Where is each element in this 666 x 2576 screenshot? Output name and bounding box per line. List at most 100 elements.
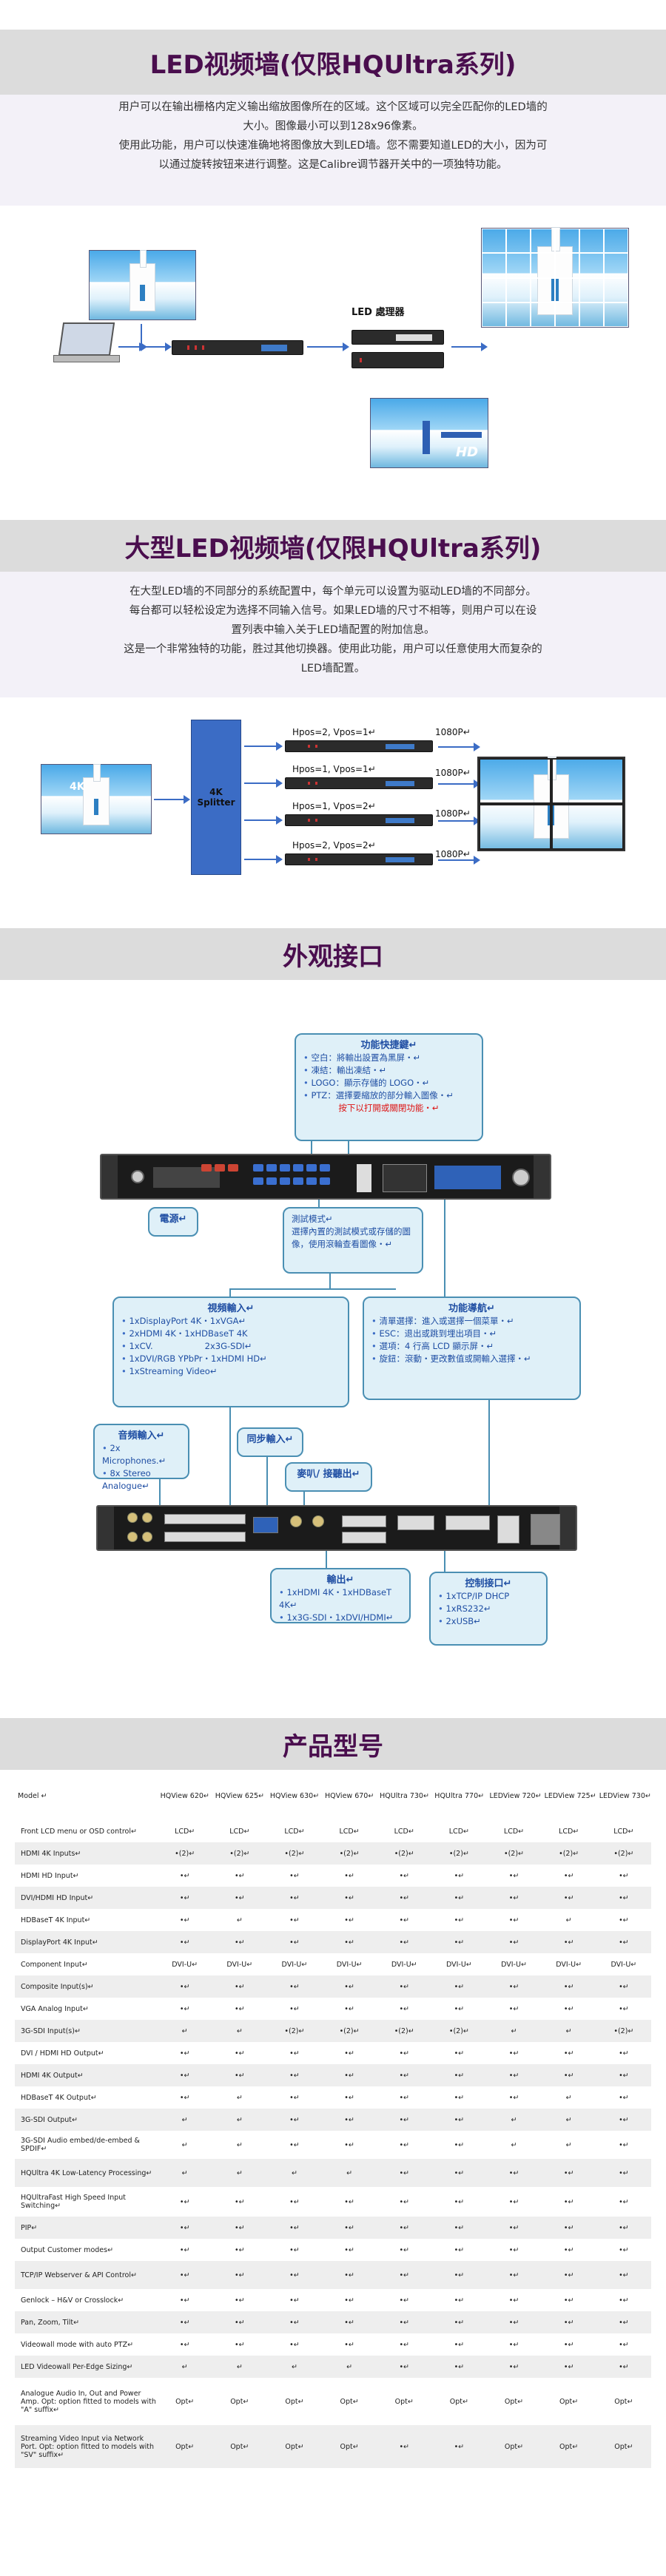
table-cell: •↵: [486, 2159, 542, 2187]
table-cell: •↵: [541, 2333, 596, 2356]
table-cell: •↵: [322, 1909, 377, 1931]
table-cell: •↵: [486, 1998, 542, 2020]
table-cell: •↵: [377, 2356, 432, 2378]
callout-text: 測試模式↵ 選擇內置的測試模式或存儲的圖像，使用滾輪查看圖像・↵: [292, 1214, 411, 1249]
table-cell: •↵: [486, 2187, 542, 2217]
table-cell: •↵: [212, 2311, 267, 2333]
table-cell: Opt↵: [157, 2425, 212, 2468]
table-cell: LCD↵: [157, 1820, 212, 1842]
table-cell: •(2)↵: [212, 1842, 267, 1865]
table-cell: •↵: [157, 1998, 212, 2020]
table-cell: •↵: [596, 2356, 651, 2378]
section-header-led-videowall: LED视频墙(仅限HQUltra系列): [0, 30, 666, 95]
table-cell: •↵: [431, 2131, 487, 2159]
callout-item: 1xDisplayPort 4K・1xVGA↵: [121, 1315, 340, 1328]
table-row: Composite Input(s)↵•↵•↵•↵•↵•↵•↵•↵•↵•↵: [15, 1975, 651, 1998]
table-cell: •↵: [596, 2159, 651, 2187]
callout-item: 凍結：輸出凍結・↵: [303, 1064, 474, 1077]
table-cell: Opt↵: [541, 2378, 596, 2425]
table-row: DVI / HDMI HD Output↵•↵•↵•↵•↵•↵•↵•↵•↵•↵: [15, 2042, 651, 2064]
table-cell: •↵: [157, 2239, 212, 2261]
table-cell: •↵: [486, 2289, 542, 2311]
table-cell: •↵: [322, 1998, 377, 2020]
table-cell: •↵: [486, 2356, 542, 2378]
unit-position-label: Hpos=2, Vpos=1↵: [292, 727, 376, 737]
section-title: 产品型号: [283, 1731, 383, 1762]
table-cell: •↵: [596, 2086, 651, 2109]
table-header-cell: HQView 670↵: [325, 1791, 374, 1800]
table-cell: •↵: [486, 2239, 542, 2261]
unit-position-label: Hpos=2, Vpos=2↵: [292, 840, 376, 851]
table-cell: •(2)↵: [322, 2020, 377, 2042]
table-cell: •↵: [377, 2042, 432, 2064]
section-header-large-led-videowall: 大型LED视频墙(仅限HQUltra系列): [0, 520, 666, 572]
table-cell: •↵: [157, 2086, 212, 2109]
table-cell: Opt↵: [596, 2378, 651, 2425]
table-cell: •↵: [266, 2261, 323, 2289]
table-cell: •↵: [322, 2109, 377, 2131]
table-cell: •↵: [596, 2289, 651, 2311]
callout-title: 音頻輸入↵: [118, 1430, 165, 1441]
callout-title: 電源↵: [159, 1214, 187, 1225]
table-cell: Opt↵: [541, 2425, 596, 2468]
callout-note: 按下以打開或關閉功能・↵: [338, 1103, 440, 1113]
callout-title: 輸出↵: [326, 1575, 354, 1586]
table-cell: •↵: [377, 2187, 432, 2217]
arrow-icon: [141, 342, 172, 351]
table-cell: •↵: [486, 1865, 542, 1887]
arrow-icon: [244, 779, 283, 788]
callout-title: 麥叭/ 接聽出↵: [297, 1469, 360, 1480]
arrow-icon: [118, 342, 146, 351]
table-cell: Opt↵: [377, 2378, 432, 2425]
table-cell: •↵: [431, 1909, 487, 1931]
table-cell: •↵: [266, 1909, 323, 1931]
table-row: Front LCD menu or OSD control↵LCD↵LCD↵LC…: [15, 1820, 651, 1842]
callout-item: 選項：4 行高 LCD 顯示屏・↵: [371, 1340, 572, 1353]
table-cell: ↵: [486, 2109, 542, 2131]
table-cell: •↵: [486, 2042, 542, 2064]
callout-item-part: 1xCV.: [129, 1341, 153, 1351]
table-cell: DVI-U↵: [431, 1953, 487, 1975]
table-header-cell: HQView 630↵: [269, 1791, 320, 1800]
table-row: Videowall mode with auto PTZ↵•↵•↵•↵•↵•↵•…: [15, 2333, 651, 2356]
arrow-icon: [451, 342, 488, 351]
callout-item: 2x Microphones.↵: [102, 1442, 181, 1467]
table-cell: DVI-U↵: [377, 1953, 432, 1975]
table-cell: ↵: [212, 2159, 267, 2187]
desc-line: 每台都可以轻松设定为选择不同输入信号。如果LED墙的尺寸不相等，则用户可以在设: [129, 605, 537, 617]
table-row-label: Genlock – H&V or Crosslock↵: [15, 2289, 158, 2311]
table-cell: •(2)↵: [541, 1842, 596, 1865]
table-cell: •↵: [212, 1975, 267, 1998]
table-cell: ↵: [212, 2109, 267, 2131]
table-row-label: HDBaseT 4K Input↵: [15, 1909, 158, 1931]
table-cell: •↵: [322, 2187, 377, 2217]
table-cell: LCD↵: [322, 1820, 377, 1842]
table-row: 3G-SDI Output↵↵↵•↵•↵•↵•↵↵↵•↵: [15, 2109, 651, 2131]
desc-line: 用户可以在输出栅格内定义输出缩放图像所在的区域。这个区域可以完全匹配你的LED墙…: [118, 101, 548, 113]
table-cell: DVI-U↵: [157, 1953, 212, 1975]
table-cell: •(2)↵: [431, 1842, 487, 1865]
hd-screen: HD: [370, 398, 488, 468]
table-cell: •↵: [266, 2289, 323, 2311]
table-cell: •↵: [322, 2289, 377, 2311]
section-title: 大型LED视频墙(仅限HQUltra系列): [124, 533, 542, 564]
scaler-unit: [285, 853, 433, 865]
table-row: HDMI HD Input↵•↵•↵•↵•↵•↵•↵•↵•↵•↵: [15, 1865, 651, 1887]
section2-description: 在大型LED墙的不同部分的系统配置中，每个单元可以设置为驱动LED墙的不同部分。…: [0, 572, 666, 697]
section-title: 外观接口: [283, 942, 383, 972]
table-cell: •↵: [266, 2064, 323, 2086]
table-cell: •↵: [322, 2239, 377, 2261]
table-cell: •↵: [486, 1887, 542, 1909]
table-cell: •↵: [266, 2333, 323, 2356]
led-wall-diagram: LED 處理器 HD: [0, 206, 666, 520]
table-row: HDMI 4K Output↵•↵•↵•↵•↵•↵•↵•↵•↵•↵: [15, 2064, 651, 2086]
desc-line: 以通过旋转按钮来进行调整。这是Calibre调节器开关中的一项独特功能。: [158, 159, 508, 171]
laptop-icon: [58, 322, 115, 356]
table-header-row: Model ↵ HQView 620↵ HQView 625↵ HQView 6…: [15, 1771, 651, 1820]
table-row-label: HDBaseT 4K Output↵: [15, 2086, 158, 2109]
table-row: HDBaseT 4K Input↵•↵↵•↵•↵•↵•↵•↵↵•↵: [15, 1909, 651, 1931]
table-cell: Opt↵: [322, 2378, 377, 2425]
table-header-cell: LEDView 720↵: [489, 1791, 542, 1800]
table-cell: •↵: [541, 2289, 596, 2311]
table-cell: ↵: [212, 2020, 267, 2042]
